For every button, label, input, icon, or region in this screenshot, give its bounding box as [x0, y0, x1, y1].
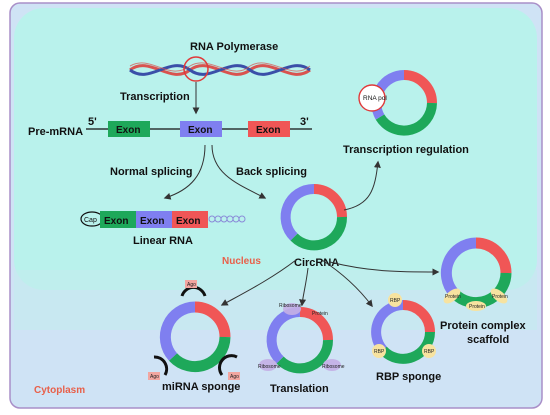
nucleus-label: Nucleus	[222, 256, 261, 267]
rbp-label-3: RBP	[424, 349, 435, 355]
back-splicing-label: Back splicing	[236, 166, 307, 178]
pre-mrna-exon-red	[248, 121, 290, 137]
ago-label-2: Ago	[150, 374, 159, 380]
rbp-protein-icons	[372, 293, 436, 358]
protein-complex-scaffold-line-2: scaffold	[467, 334, 509, 346]
pre-mrna-label: Pre-mRNA	[28, 126, 83, 138]
transcription-regulation-label: Transcription regulation	[343, 144, 469, 156]
ago-label-1: Ago	[187, 282, 196, 288]
circrna-ring-icon	[280, 183, 348, 251]
scaffold-protein-label-2: Protein	[469, 304, 485, 310]
linear-rna-exon-red-label: Exon	[176, 216, 200, 227]
protein-label-translation: Protein	[312, 311, 328, 317]
three-prime-label: 3'	[300, 116, 309, 128]
transcription-regulation-arrow	[343, 160, 381, 211]
back-splicing-arrow	[211, 144, 267, 199]
rbp-label-2: RBP	[374, 349, 385, 355]
rna-polymerase-marker-icon	[183, 56, 209, 82]
linear-rna-exon-green	[100, 211, 136, 228]
pre-mrna-exon-green-label: Exon	[116, 125, 140, 136]
ribosome-label-3: Ribosome	[322, 364, 345, 370]
ribosome-label-1: Ribosome	[279, 303, 302, 309]
protein-complex-scaffold-label: Protein complex scaffold	[440, 320, 529, 346]
rbp-sponge-arrow	[321, 259, 373, 308]
dna-helix-icon	[129, 56, 311, 82]
pre-mrna-exon-blue	[180, 121, 222, 137]
pre-mrna-exon-green	[108, 121, 150, 137]
pre-mrna-exon-blue-label: Exon	[188, 125, 212, 136]
linear-rna-label: Linear RNA	[133, 235, 193, 247]
poly-a-tail-icon	[208, 215, 246, 223]
mirna-sponge-label: miRNA sponge	[162, 381, 240, 393]
normal-splicing-label: Normal splicing	[110, 166, 193, 178]
rna-pol-icon	[358, 84, 386, 112]
protein-complex-ring-icon	[440, 237, 512, 309]
scaffold-protein-label-1: Protein	[445, 294, 461, 300]
translation-arrow	[299, 267, 309, 307]
cap-label: Cap	[84, 217, 97, 224]
scaffold-protein-icons: Protein Protein Protein	[443, 288, 508, 311]
mirna-sponge-ring-icon	[159, 301, 231, 373]
pre-mrna-exon-red-label: Exon	[256, 125, 280, 136]
ago-tags: Ago Ago Ago	[148, 280, 240, 380]
rna-polymerase-label: RNA Polymerase	[190, 41, 278, 53]
ribosome-label-2: Ribosome	[258, 364, 281, 370]
translation-label: Translation	[270, 383, 329, 395]
ribosome-icon	[259, 303, 341, 371]
nucleus-to-cytoplasm-gradient	[14, 270, 537, 330]
linear-rna-exon-blue-label: Exon	[140, 216, 164, 227]
normal-splicing-arrow	[163, 144, 206, 200]
scaffold-protein-label-3: Protein	[492, 294, 508, 300]
mirna-sponge-arrow	[220, 259, 297, 306]
rbp-label-1: RBP	[390, 298, 401, 304]
protein-complex-arrow	[329, 261, 440, 276]
rbp-sponge-label: RBP sponge	[376, 371, 441, 383]
protein-complex-scaffold-line-1: Protein complex	[440, 320, 526, 332]
cytoplasm-label: Cytoplasm	[34, 385, 85, 396]
linear-rna-exon-blue	[136, 211, 172, 228]
circrna-label: CircRNA	[294, 257, 339, 269]
transcription-label: Transcription	[120, 91, 190, 103]
ago-label-3: Ago	[230, 374, 239, 380]
rna-pol-label: RNA pol	[363, 95, 387, 102]
linear-rna-exon-green-label: Exon	[104, 216, 128, 227]
five-prime-label: 5'	[88, 116, 97, 128]
linear-rna-exon-red	[172, 211, 208, 228]
